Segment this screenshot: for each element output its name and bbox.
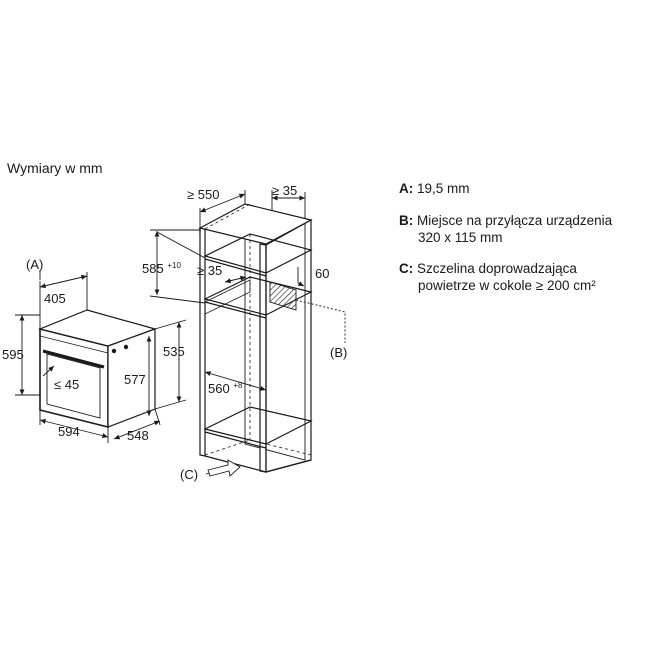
callout-b: (B) [330,345,347,360]
legend-text-c2: powietrze w cokole ≥ 200 cm² [418,278,596,293]
cabinet-drawing [198,203,313,473]
legend-key-a: A: [399,181,414,196]
legend-key-b: B: [399,213,414,228]
cabinet-shelf-bottom [203,406,313,445]
dim-cabinet-niche-height-tol: +10 [167,261,181,270]
legend-text-b2: 320 x 115 mm [418,230,503,245]
dim-cabinet-vent: 60 [315,266,329,281]
legend-text-a: 19,5 mm [417,181,470,196]
dim-oven-height-total: 595 [2,347,24,362]
dim-cabinet-niche-width: 560 +8 [208,381,243,396]
diagram-heading: Wymiary w mm [7,160,103,176]
cabinet-top [198,203,313,245]
dim-oven-height-inner: 577 [124,372,146,387]
cabinet-side [265,218,312,473]
legend-text-b1: Miejsce na przyłącza urządzenia [417,213,613,228]
legend-item-b: B: Miejsce na przyłącza urządzenia 320 x… [399,212,612,246]
dim-oven-depth: 548 [127,428,149,443]
legend-text-c1: Szczelina doprowadzająca [417,261,577,276]
oven-knob [111,348,117,354]
dim-cabinet-niche-height: 585 +10 [142,261,181,276]
dim-oven-height-body: 535 [163,344,185,359]
dim-oven-depth-front: 405 [44,291,66,306]
dim-oven-handle: ≤ 45 [54,377,79,392]
dim-cabinet-back-gap: ≥ 35 [272,183,297,198]
oven-knob [123,344,129,350]
cabinet-dimension-lines [149,190,346,477]
cabinet-back [244,203,306,461]
oven-handle [42,349,105,369]
dim-cabinet-vent-gap: ≥ 35 [197,263,222,278]
dim-cabinet-niche-height-value: 585 [142,261,164,276]
cabinet-cutout [204,279,251,315]
air-inlet-arrow [207,459,241,477]
legend-item-a: A: 19,5 mm [399,180,470,197]
dim-cabinet-niche-width-tol: +8 [233,381,243,390]
cabinet-front-right [259,243,267,473]
legend-item-c: C: Szczelina doprowadzająca powietrze w … [399,260,596,294]
dim-cabinet-niche-width-value: 560 [208,381,230,396]
connection-area [269,281,297,311]
cabinet-shelf-middle [203,276,313,316]
cabinet-shelf-upper [203,233,313,274]
legend-key-c: C: [399,261,414,276]
dim-oven-width: 594 [58,424,80,439]
dim-cabinet-depth: ≥ 550 [187,187,219,202]
callout-c: (C) [180,467,198,482]
callout-a: (A) [26,257,43,272]
oven-drawing [38,309,157,429]
oven-window [46,353,101,419]
oven-dimension-lines [15,270,187,443]
